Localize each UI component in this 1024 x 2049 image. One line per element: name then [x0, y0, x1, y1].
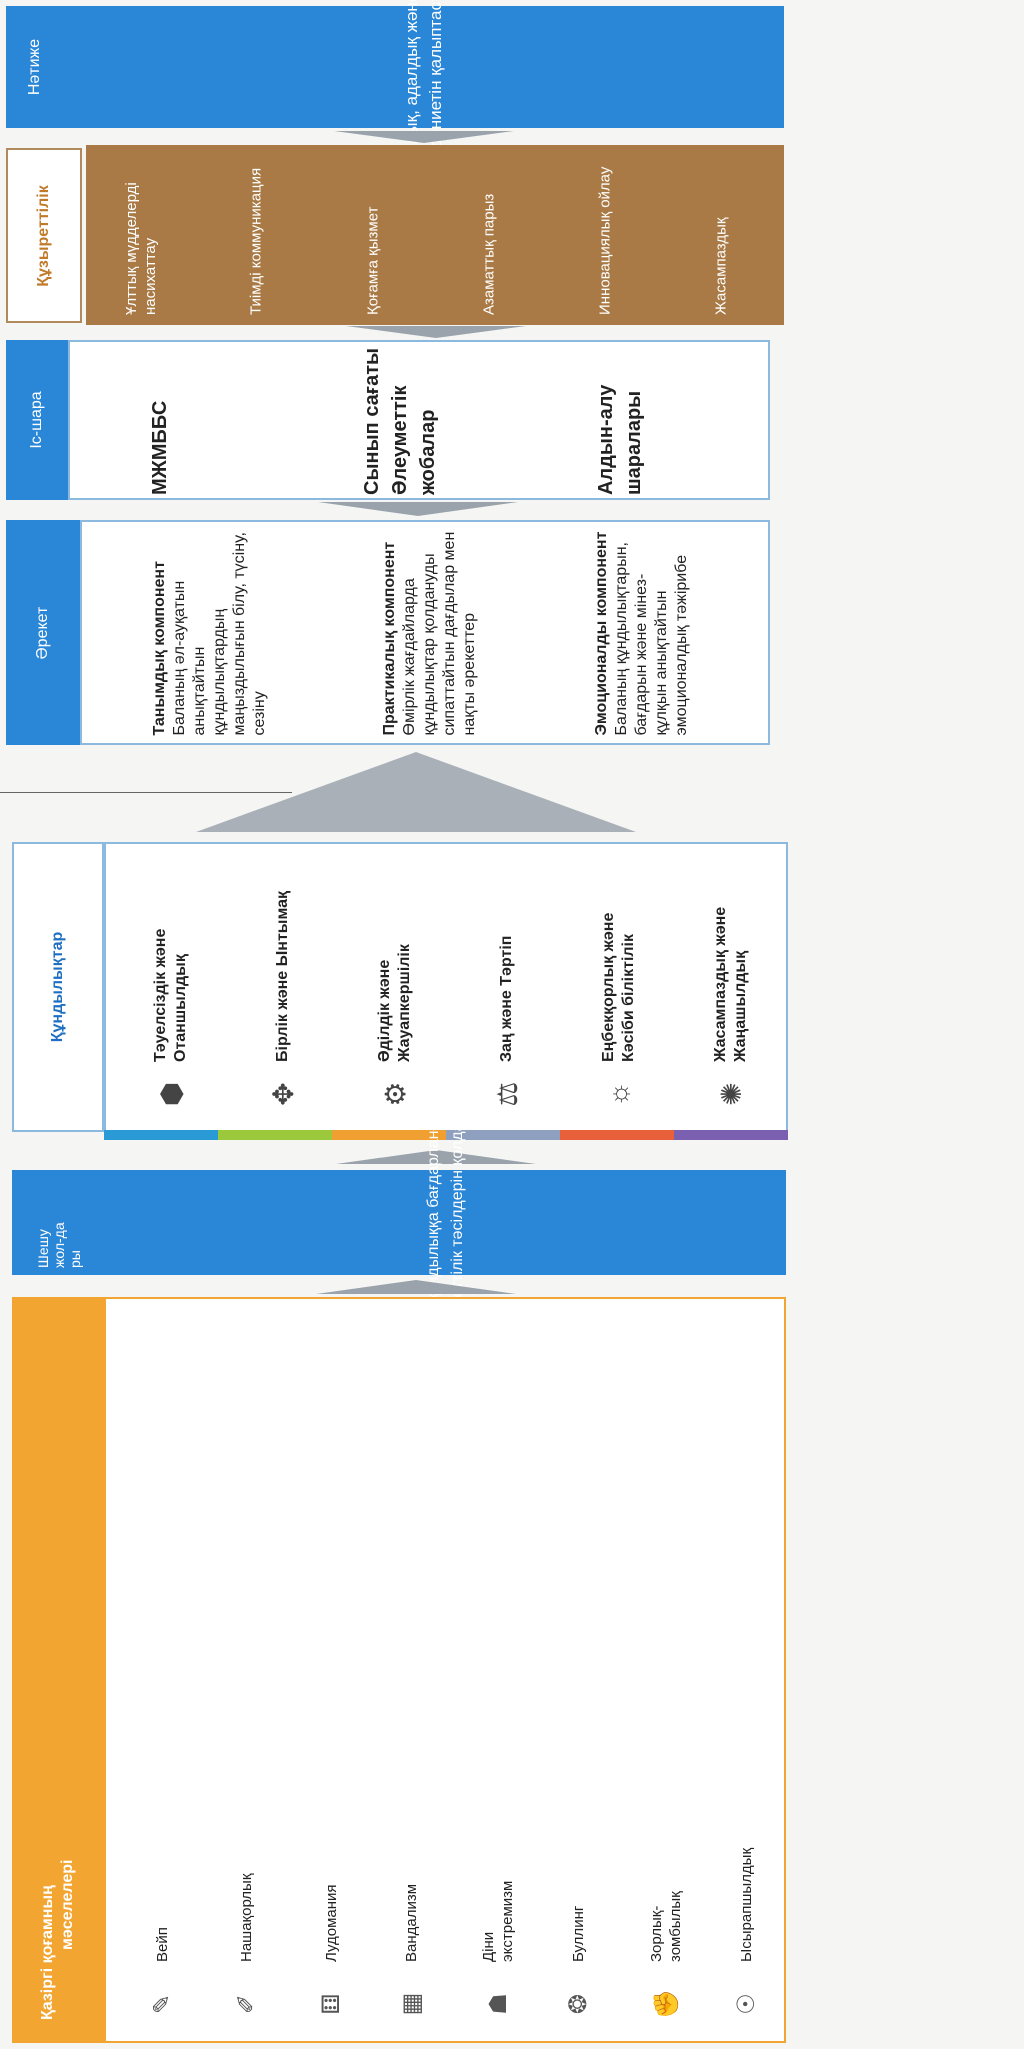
value-item: ✥ Бірлік және Ынтымақ: [228, 844, 338, 1130]
vape-icon: ✎: [148, 1993, 176, 2015]
extremist-icon: ☗: [484, 1993, 512, 2015]
competence-item: Қоғамға қызмет: [364, 206, 382, 315]
chevron-arrow-1: [64, 131, 784, 143]
result-label-box: Нәтиже: [6, 6, 64, 128]
bullying-icon: ❂: [564, 1993, 592, 2015]
hands-icon: ✥: [267, 1082, 299, 1106]
divider-line: [0, 792, 292, 793]
solutions-label-box: Шешу жол-дары: [12, 1170, 106, 1275]
competence-item: Жасампаздық: [712, 217, 730, 315]
activity-item: Алдын-алу шаралары: [595, 384, 645, 495]
waste-icon: ☉: [732, 1993, 760, 2015]
chevron-arrow-5: [106, 1280, 786, 1294]
activity-item: Сынып сағаты Әлеуметтік жобалар: [361, 347, 439, 495]
color-bar-segment: [674, 1130, 788, 1140]
activity-item: МЖМББС: [149, 400, 171, 495]
problems-box: ✎ Вейп ✐ Нашақорлық ⚅ Лудомания ▦ Вандал…: [104, 1297, 786, 2043]
solutions-band: Тәрбиенің құндылыққа бағдарланған және қ…: [106, 1065, 786, 1380]
activity-box: МЖМББС Сынып сағаты Әлеуметтік жобалар А…: [68, 340, 770, 500]
problem-item: ✐ Нашақорлық: [206, 1299, 286, 2041]
action-label-box: Әрекет: [6, 520, 80, 745]
activity-label: Іс-шара: [28, 391, 45, 449]
competence-item: Тиімді коммуникация: [247, 167, 265, 315]
values-color-bar: [104, 1130, 788, 1140]
problem-item: ⚅ Лудомания: [291, 1299, 371, 2041]
result-band: Парасаттылық, адалдық және инновация мәд…: [64, 0, 784, 230]
chevron-arrow-2: [86, 326, 784, 338]
problems-label-line2: мәселелері: [59, 1859, 76, 1950]
people-gear-icon: ☼: [603, 1081, 634, 1107]
problems-label-line1: Қазіргі қоғамның: [39, 1885, 56, 2020]
value-item: ⬢ Тәуелсіздік және Отаншылдық: [116, 844, 226, 1130]
color-bar-segment: [560, 1130, 674, 1140]
broken-wall-icon: ▦: [397, 1992, 425, 2016]
syringe-icon: ✐: [232, 1993, 260, 2015]
problem-item: ✎ Вейп: [122, 1299, 202, 2041]
scales-icon: ⚖: [491, 1081, 523, 1107]
problem-item: ▦ Вандализм: [371, 1299, 451, 2041]
values-label: Құндылықтар: [49, 931, 66, 1043]
problem-item: ❂ Буллинг: [538, 1299, 618, 2041]
lightbulb-icon: ✺: [715, 1082, 747, 1106]
chevron-arrow-3: [68, 502, 770, 516]
action-item: Эмоционалды компонент Баланың құндылықта…: [593, 531, 690, 735]
up-arrow-triangle: [196, 752, 636, 832]
result-label: Нәтиже: [26, 38, 43, 96]
dice-icon: ⚅: [317, 1993, 345, 2015]
value-item: ✺ Жасампаздық және Жаңашылдық: [676, 844, 786, 1130]
fist-icon: ✊: [652, 1989, 680, 2019]
competence-item: Инновациялық ойлау: [596, 166, 614, 315]
problem-item: ✊ Зорлық-зомбылық: [648, 1891, 684, 2019]
competence-label-box: Құзыреттілік: [6, 148, 82, 323]
badge-icon: ⬢: [155, 1081, 187, 1107]
action-label: Әрекет: [34, 606, 51, 659]
action-item: Практикалық компонент Өмірлік жағдайлард…: [380, 531, 478, 735]
values-label-box: Құндылықтар: [12, 842, 104, 1132]
value-item: ☼ Еңбекқорлық және Кәсіби біліктілік: [564, 844, 674, 1130]
chevron-arrow-4: [106, 1150, 786, 1164]
problem-item: ☗ Діни экстремизм: [458, 1299, 538, 2041]
competence-band: Ұлттық мүдделерді насихаттау Тиімді комм…: [86, 145, 784, 325]
problems-label-box: Қазіргі қоғамның мәселелері: [12, 1297, 104, 2043]
solutions-label: Шешу жол-дары: [35, 1221, 83, 1268]
activity-label-box: Іс-шара: [6, 340, 68, 500]
color-bar-segment: [218, 1130, 332, 1140]
competence-item: Азаматтық парыз: [480, 193, 498, 315]
color-bar-segment: [104, 1130, 218, 1140]
action-box: Танымдық компонент Баланың әл-ауқатын ан…: [80, 520, 770, 745]
values-box: ⬢ Тәуелсіздік және Отаншылдық ✥ Бірлік ж…: [104, 842, 788, 1132]
color-bar-segment: [446, 1130, 560, 1140]
problem-item: ☉ Ысырапшылдық: [706, 1299, 786, 2041]
competence-label: Құзыреттілік: [35, 184, 52, 287]
color-bar-segment: [332, 1130, 446, 1140]
competence-item: Ұлттық мүдделерді насихаттау: [123, 182, 159, 315]
gear-hand-icon: ⚙: [379, 1081, 411, 1107]
action-item: Танымдық компонент Баланың әл-ауқатын ан…: [150, 531, 268, 735]
